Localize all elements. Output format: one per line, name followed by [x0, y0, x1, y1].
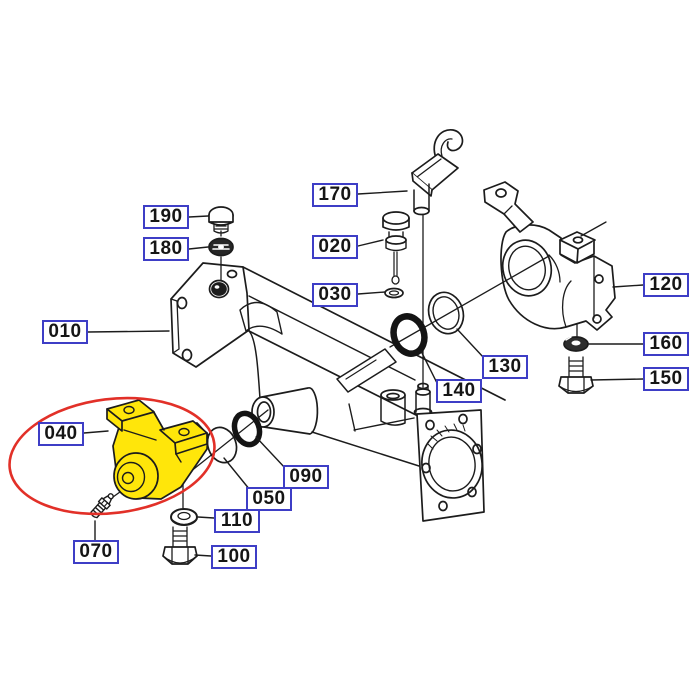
grease-fitting-070 [90, 493, 114, 519]
end-square-flange [416, 409, 485, 522]
part-label-020[interactable]: 020 [312, 235, 358, 259]
part-label-190[interactable]: 190 [143, 205, 189, 229]
leader-lines [83, 190, 644, 557]
part-label-070[interactable]: 070 [73, 540, 119, 564]
filler-plug-190 [208, 206, 234, 234]
part-label-130[interactable]: 130 [482, 355, 528, 379]
o-ring-090 [231, 410, 263, 448]
breather-pipe-seat [413, 382, 433, 417]
filler-plug-hole [208, 279, 230, 299]
part-label-100[interactable]: 100 [211, 545, 257, 569]
seal-ring-130 [427, 291, 465, 335]
breather-pipe-170 [411, 129, 464, 216]
knuckle-case [483, 181, 616, 331]
highlight-circle [8, 396, 216, 516]
pivot-bushing-bore [251, 387, 319, 435]
part-label-180[interactable]: 180 [143, 237, 189, 261]
bracket-bolt-100 [162, 526, 198, 565]
part-label-160[interactable]: 160 [643, 332, 689, 356]
part-label-050[interactable]: 050 [246, 487, 292, 511]
part-label-150[interactable]: 150 [643, 367, 689, 391]
part-label-110[interactable]: 110 [214, 509, 260, 533]
case-boss [380, 389, 406, 426]
axle-case-housing [170, 262, 506, 522]
part-label-010[interactable]: 010 [42, 320, 88, 344]
part-label-170[interactable]: 170 [312, 183, 358, 207]
part-label-120[interactable]: 120 [643, 273, 689, 297]
collar-washer-110 [170, 508, 198, 526]
o-ring-030 [384, 287, 404, 299]
part-label-140[interactable]: 140 [436, 379, 482, 403]
plug-washer-180 [208, 237, 234, 257]
part-label-090[interactable]: 090 [283, 465, 329, 489]
pivot-bracket-040-highlighted [106, 399, 209, 500]
spring-washer-160 [563, 336, 589, 352]
o-ring-140 [390, 313, 428, 357]
dipstick-plug-020 [382, 211, 410, 285]
part-label-040[interactable]: 040 [38, 422, 84, 446]
flange-bolt-150 [558, 356, 594, 394]
part-label-030[interactable]: 030 [312, 283, 358, 307]
